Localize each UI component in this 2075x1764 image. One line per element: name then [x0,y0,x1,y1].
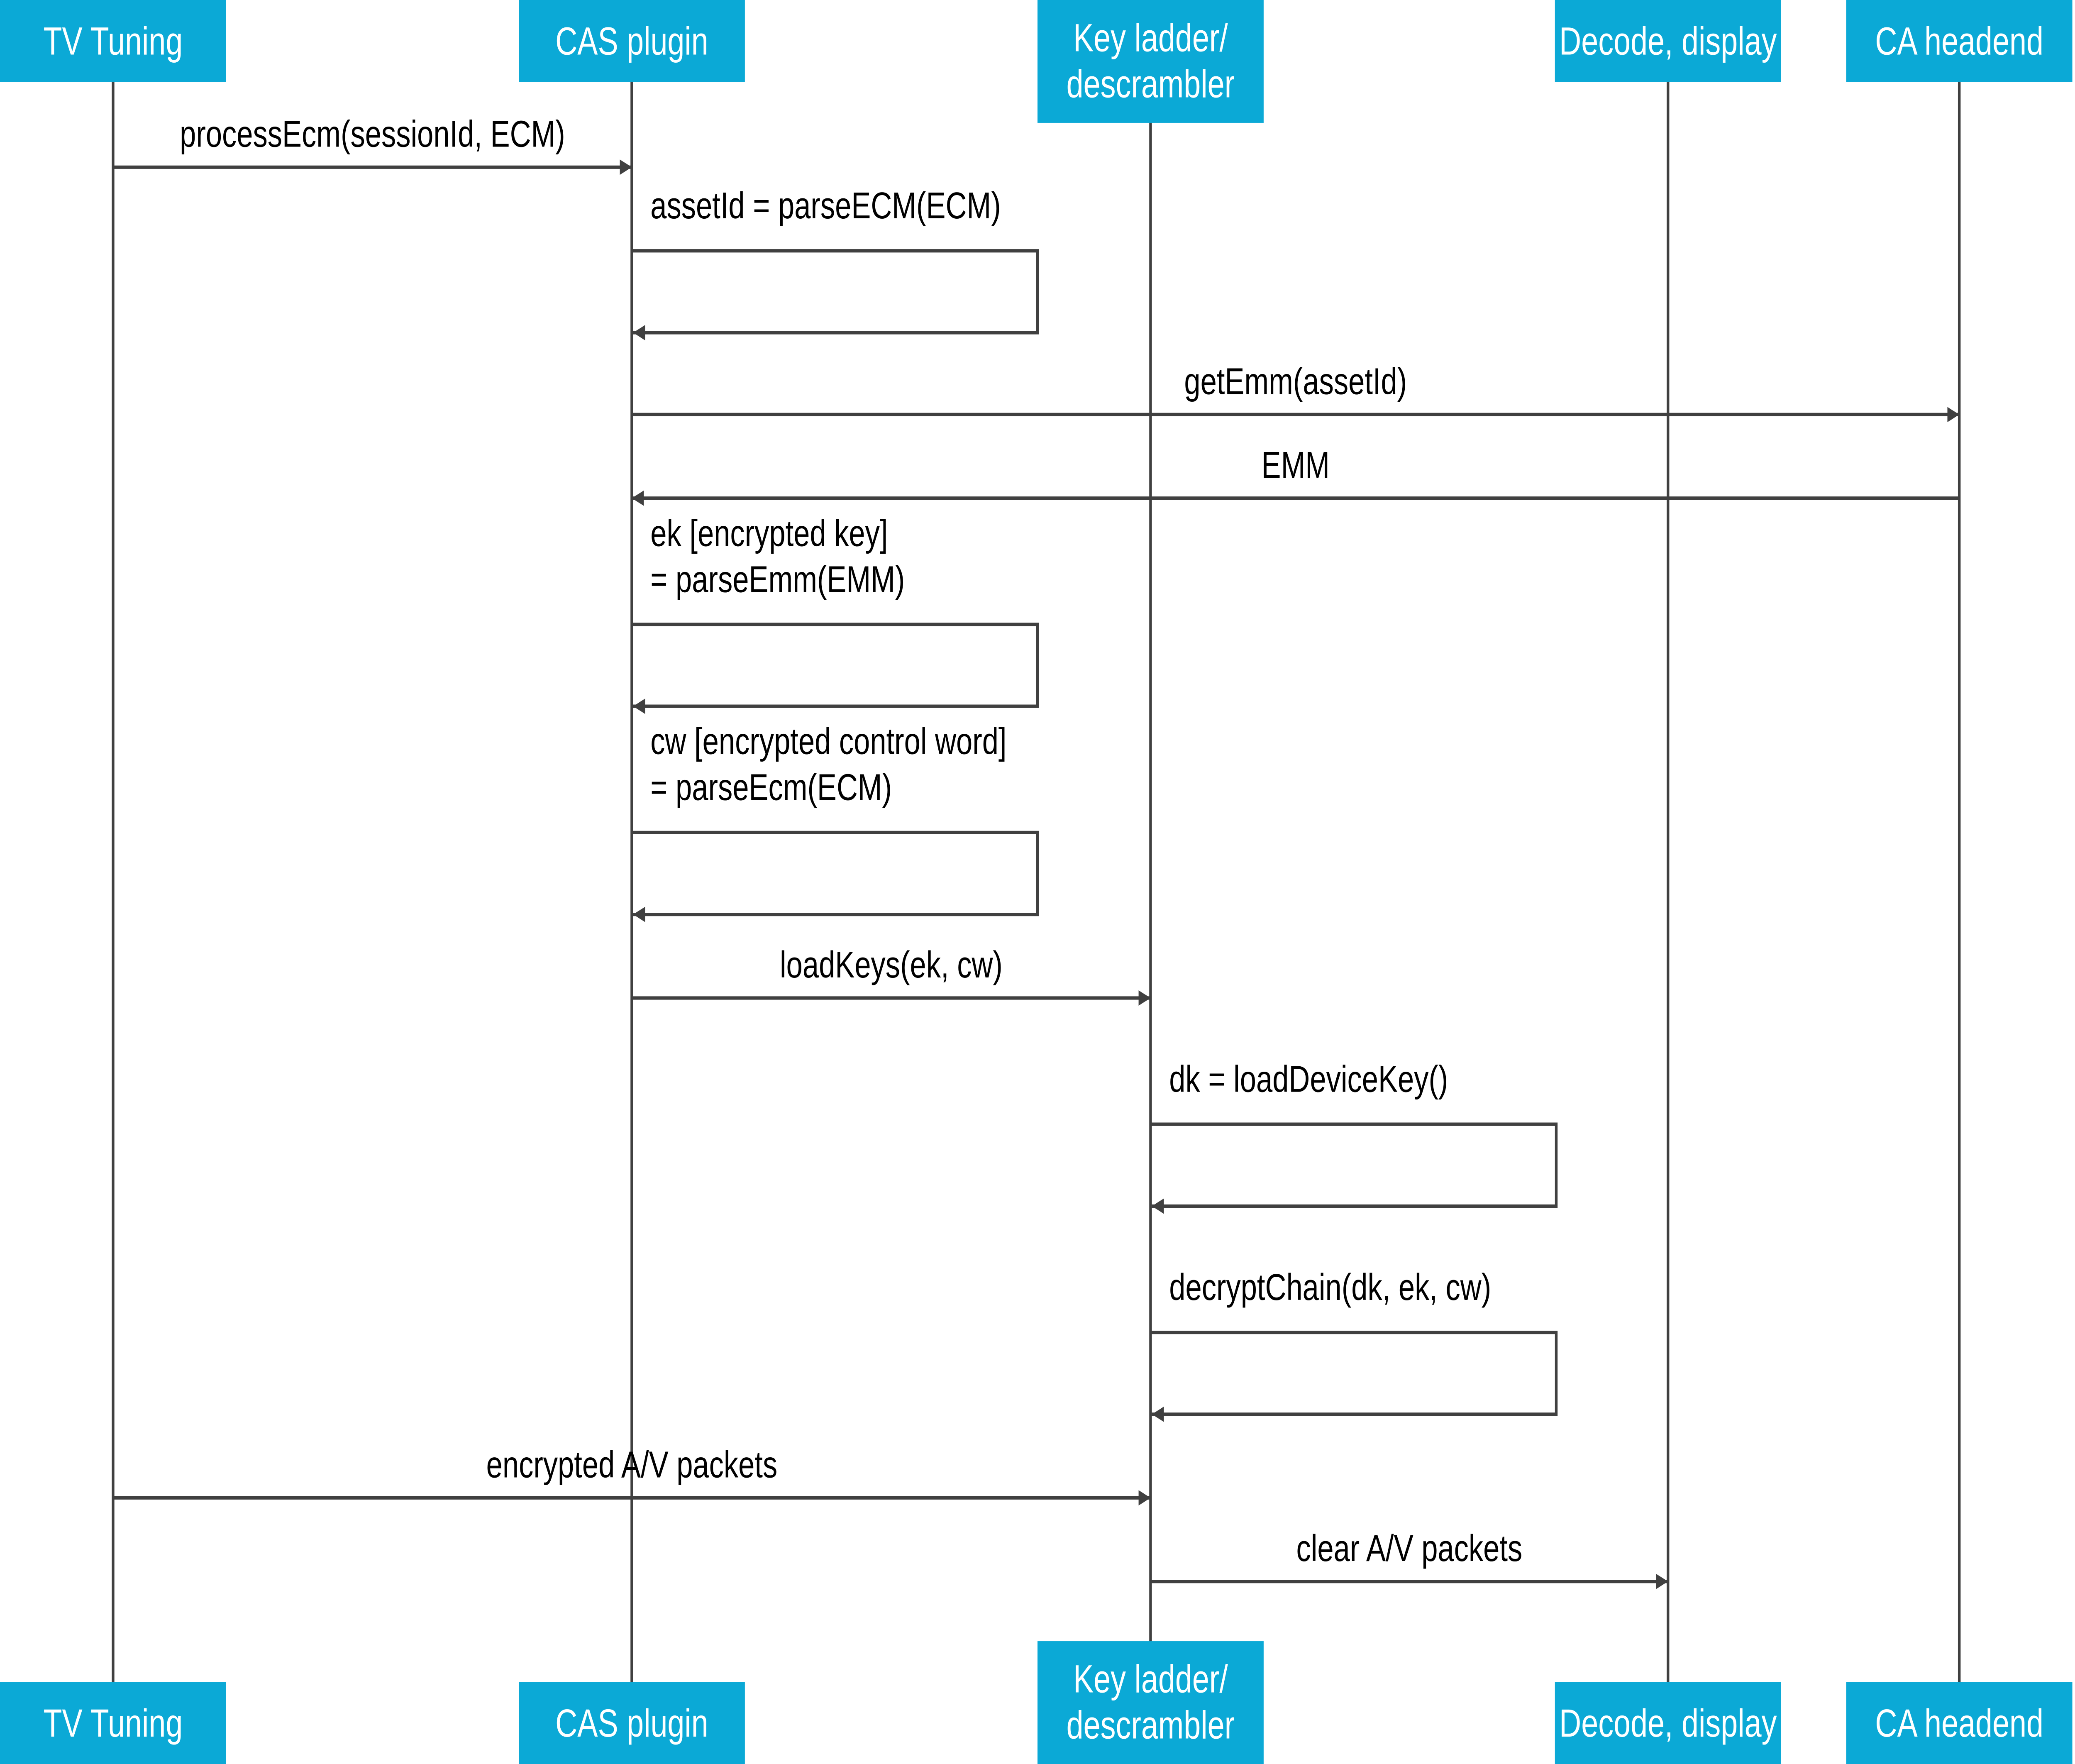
lifelines [112,68,1961,1706]
message-label: decryptChain(dk, ek, cw) [1169,1267,1491,1308]
participant-label: TV Tuning [43,19,183,63]
participant-tv-top: TV Tuning [0,0,226,82]
message-5: ek [encrypted key] = parseEmm(EMM) [632,513,1039,714]
message-3: getEmm(assetId) [632,361,1960,423]
message-7: loadKeys(ek, cw) [632,944,1151,1006]
message-label: = parseEmm(EMM) [650,559,905,600]
participant-key-bottom: Key ladder/descrambler [1038,1641,1264,1764]
message-label: ek [encrypted key] [650,513,888,554]
participant-box [1846,0,2073,82]
participant-box [1555,1682,1781,1764]
participant-label: CAS plugin [555,1701,708,1745]
message-label: dk = loadDeviceKey() [1169,1058,1448,1100]
self-message-arrow [632,831,1039,922]
participant-label: CA headend [1875,19,2043,63]
participant-label: Decode, display [1559,19,1777,63]
message-label: cw [encrypted control word] [650,721,1006,762]
participant-dec-bottom: Decode, display [1555,1682,1781,1764]
message-9: decryptChain(dk, ek, cw) [1150,1267,1558,1422]
participant-box [0,1682,226,1764]
message-label: encrypted A/V packets [486,1444,778,1485]
participant-label: Decode, display [1559,1701,1777,1745]
participant-cas-bottom: CAS plugin [519,1682,745,1764]
participant-box [519,0,745,82]
message-label: getEmm(assetId) [1184,361,1407,402]
message-2: assetId = parseECM(ECM) [632,185,1039,340]
message-1: processEcm(sessionId, ECM) [113,113,632,175]
participant-label: descrambler [1067,61,1235,105]
message-6: cw [encrypted control word] = parseEcm(EC… [632,721,1039,922]
message-label: loadKeys(ek, cw) [780,944,1003,986]
participant-ca-top: CA headend [1846,0,2073,82]
message-label: assetId = parseECM(ECM) [650,185,1001,227]
participant-tv-bottom: TV Tuning [0,1682,226,1764]
message-11: clear A/V packets [1150,1528,1668,1589]
self-message-arrow [1150,1122,1558,1214]
self-message-arrow [1150,1330,1558,1422]
message-label: clear A/V packets [1296,1528,1522,1569]
participant-box [519,1682,745,1764]
message-label: = parseEcm(ECM) [650,767,892,808]
messages: processEcm(sessionId, ECM) assetId = pars… [113,113,1960,1589]
message-label: EMM [1262,445,1330,486]
participant-label: CAS plugin [555,19,708,63]
participant-label: descrambler [1067,1703,1235,1747]
self-message-arrow [632,249,1039,340]
participant-box [1038,0,1264,123]
participant-dec-top: Decode, display [1555,0,1781,82]
participant-label: Key ladder/ [1073,1656,1228,1700]
self-message-arrow [632,623,1039,714]
participant-key-top: Key ladder/descrambler [1038,0,1264,123]
participant-box [1038,1641,1264,1764]
message-label: processEcm(sessionId, ECM) [180,113,565,155]
participant-box [1846,1682,2073,1764]
participant-box [0,0,226,82]
participant-box [1555,0,1781,82]
message-4: EMM [632,445,1960,506]
message-10: encrypted A/V packets [113,1444,1151,1506]
participant-ca-bottom: CA headend [1846,1682,2073,1764]
message-8: dk = loadDeviceKey() [1150,1058,1558,1214]
participant-label: TV Tuning [43,1701,183,1745]
participant-cas-top: CAS plugin [519,0,745,82]
participant-label: CA headend [1875,1701,2043,1745]
participant-label: Key ladder/ [1073,15,1228,59]
